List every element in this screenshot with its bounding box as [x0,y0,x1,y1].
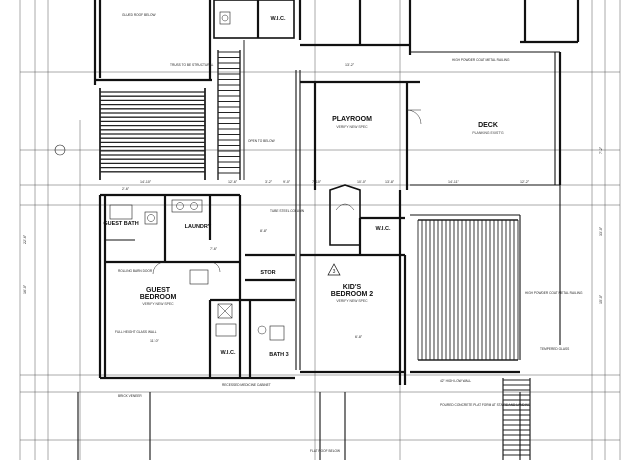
guest-bath-label: GUEST BATH [103,221,138,227]
lower-left-walls: GUEST BATH LAUNDRY GUEST BEDROOM VERIFY … [98,193,295,380]
dim-16: 16'-0" [23,284,27,294]
note-tempered: TEMPERED GLASS [540,347,569,351]
note-glued-roof: GLUED ROOF BELOW [122,13,155,17]
right-lower-walls [410,184,561,374]
dimension-labels: 14'-10" 12'-6" 13'-2" 9'-0" 10'-0" 14'-1… [23,63,603,343]
high-powder-note: HIGH POWDER COAT METAL RAILING [452,58,510,62]
note-paved: POURED CONCRETE PLAT FORM AT STAIRS AND … [440,403,531,407]
dim-1: 14'-10" [140,180,152,184]
dim-10: 8'-8" [260,229,268,233]
upper-walls [93,0,580,185]
wic-top-area [213,0,295,39]
dim-6: 14'-11" [448,180,460,184]
note-rolling-door: ROLLING BARN DOOR [118,269,153,273]
dim-12: 13'-8" [385,180,395,184]
dim-19: 7'-2" [599,146,603,154]
wic-right-label: W.I.C. [376,226,391,232]
lower-structure [77,392,521,460]
note-tube-steel: TUBE STEEL COLUMN [270,209,305,213]
wic-bottom-label: W.I.C. [221,350,236,356]
guest-bedroom-label-1: GUEST [146,287,171,294]
guest-bedroom-note: VERIFY NEW SPEC [142,302,174,306]
dim-4: 9'-0" [283,180,291,184]
dim-18: 33'-0" [599,226,603,236]
deck-label: DECK [478,122,498,129]
playroom-note: VERIFY NEW SPEC [336,125,368,129]
note-rail-deck: HIGH POWDER COAT METAL RAILING [525,291,583,295]
dim-9: 6'-8" [355,335,363,339]
dim-20: 15'-0" [599,294,603,304]
bath3-label: BATH 3 [269,352,288,358]
kids-bedroom-note: VERIFY NEW SPEC [336,299,368,303]
dim-17: 22'-6" [23,234,27,244]
note-brick: BRICK VENEER [118,394,142,398]
dim-13: 2'-6" [122,187,130,191]
deck-note: PLANKING EXIST'G [472,131,504,135]
lower-right-stair [502,378,531,460]
upper-left-railing [99,88,206,180]
dim-5: 10'-0" [357,180,367,184]
dim-2: 12'-6" [228,180,238,184]
note-flat-roof: FLAT ROOF BELOW [310,449,340,453]
section-marker: 3 [333,269,336,275]
dim-15: 3'-2" [265,180,273,184]
note-full-height: FULL HEIGHT GLASS WALL [115,330,157,334]
dim-7: 12'-2" [520,180,530,184]
note-truss: TRUSS TO BE STRUCTURAL [170,63,214,67]
kids-bedroom-label-1: KID'S [343,284,362,291]
kids-bedroom-area: 3 KID'S BEDROOM 2 VERIFY NEW SPEC W.I.C.… [271,16,407,385]
note-med-cabinet: RECESSED MEDICINE CABINET [222,383,271,387]
playroom-label: PLAYROOM [332,116,372,123]
laundry-label: LAUNDRY [185,224,212,230]
stair [217,40,245,180]
stor-label: STOR [260,270,275,276]
playroom-area: PLAYROOM VERIFY NEW SPEC [295,70,422,370]
wic-top-label: W.I.C. [271,16,286,22]
note-low-wall: 42" HIGH LOW WALL [440,379,471,383]
kids-bedroom-label-2: BEDROOM 2 [331,291,374,298]
dim-14: 7'-10" [312,180,322,184]
guest-bedroom-label-2: BEDROOM [140,294,177,301]
dim-3: 13'-2" [345,63,355,67]
dim-11: 7'-6" [210,247,218,251]
grid-marker [54,144,66,156]
note-stair: OPEN TO BELOW [248,139,275,143]
dim-8: 11'-0" [150,339,160,343]
annotations: GLUED ROOF BELOW TRUSS TO BE STRUCTURAL … [115,13,583,453]
deck-railing [417,219,519,361]
deck-area: DECK PLANKING EXIST'G HIGH POWDER COAT M… [452,58,510,135]
